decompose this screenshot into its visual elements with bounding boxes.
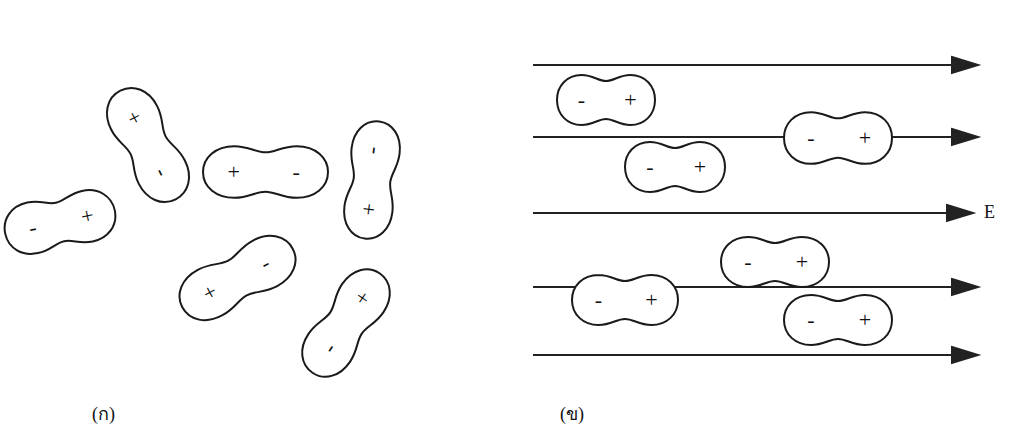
molecule-outline — [784, 107, 892, 169]
molecule-outline — [572, 270, 678, 330]
dipole-molecule: -+ — [557, 70, 655, 130]
charge-sign: + — [838, 127, 892, 149]
dipole-molecule: -+ — [784, 107, 892, 169]
dipole-molecule: -+ — [721, 232, 829, 292]
charge-sign: - — [784, 127, 838, 149]
molecule-outline — [557, 70, 655, 130]
charge-sign: - — [625, 156, 675, 178]
molecule-outline — [625, 137, 725, 197]
molecule-outline — [784, 290, 892, 350]
charge-sign: + — [775, 251, 829, 273]
charge-sign: - — [784, 309, 838, 331]
molecule-outline — [336, 118, 408, 242]
charge-sign: + — [838, 309, 892, 331]
dipole-molecule: -+ — [572, 270, 678, 330]
dipole-molecule: -+ — [288, 256, 405, 389]
molecule-outline — [721, 232, 829, 292]
dipole-molecule: -+ — [336, 118, 408, 242]
charge-sign: + — [625, 289, 678, 311]
charge-sign: + — [203, 161, 266, 183]
charge-sign: - — [721, 251, 775, 273]
dipole-molecule: -+ — [0, 180, 121, 264]
molecule-outline — [0, 180, 121, 264]
dipole-molecule: -+ — [784, 290, 892, 350]
charge-sign: - — [572, 289, 625, 311]
molecule-outline — [203, 141, 328, 203]
field-symbol: E — [984, 203, 995, 221]
charge-sign: + — [675, 156, 725, 178]
dipole-molecule: +- — [93, 77, 204, 214]
charge-sign: - — [265, 161, 328, 183]
molecule-outline — [288, 256, 405, 389]
molecule-outline — [167, 221, 306, 334]
dipole-molecule: +- — [167, 221, 306, 334]
panel-label: (ก) — [92, 405, 115, 423]
dipole-molecule: -+ — [625, 137, 725, 197]
molecule-outline — [93, 77, 204, 214]
dipole-molecule: +- — [203, 141, 328, 203]
panel-label: (ข) — [560, 405, 584, 423]
charge-sign: - — [557, 89, 606, 111]
charge-sign: + — [606, 89, 655, 111]
